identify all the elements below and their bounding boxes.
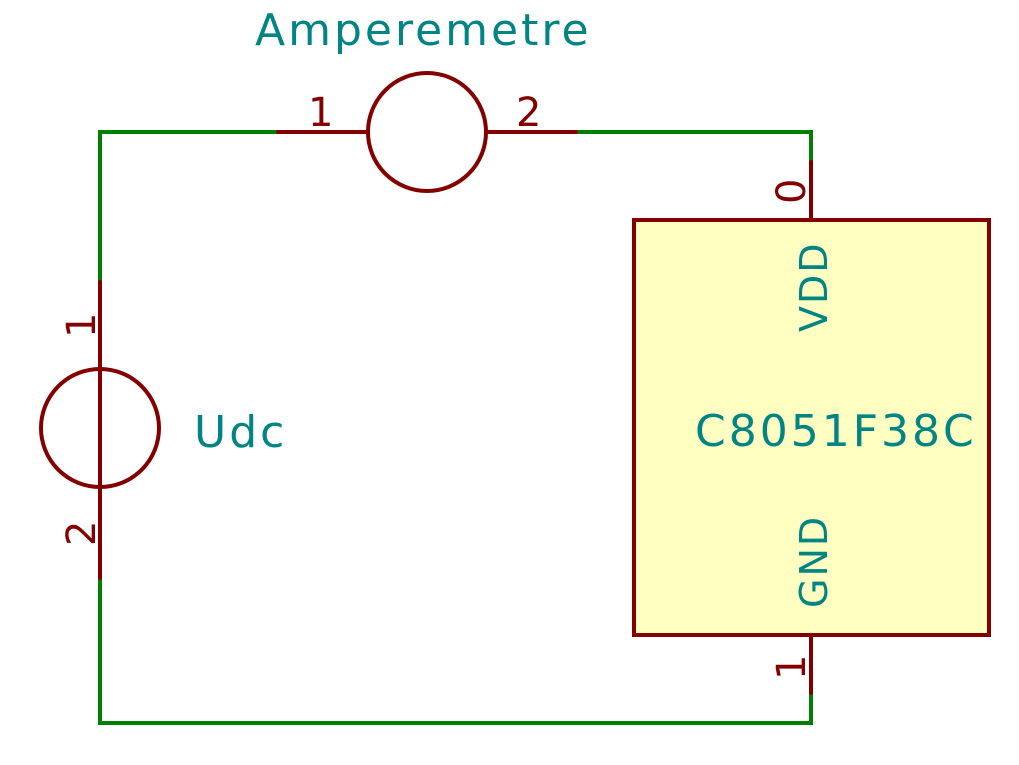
mcu-pin-vdd-number: 0 — [769, 179, 815, 204]
mcu-pin-gnd-number: 1 — [769, 655, 815, 680]
mcu-label: C8051F38C — [695, 406, 977, 457]
ammeter-symbol[interactable]: 1 2 Amperemetre — [255, 5, 592, 193]
voltage-source-label: Udc — [194, 407, 287, 458]
wire-top-left[interactable] — [98, 130, 280, 284]
wire-top-right[interactable] — [574, 130, 813, 164]
mcu-pin-vdd-name: VDD — [792, 241, 836, 332]
voltage-source-circle — [39, 367, 161, 489]
ammeter-circle — [366, 71, 488, 193]
ammeter-pin-1-number: 1 — [308, 90, 333, 136]
mcu-symbol[interactable]: 0 1 VDD GND C8051F38C — [632, 160, 991, 695]
mcu-body — [632, 218, 991, 637]
voltage-source-pin-1-number: 1 — [59, 313, 105, 338]
ammeter-pin-2-number: 2 — [516, 90, 541, 136]
voltage-source-symbol[interactable]: 1 2 Udc — [39, 280, 287, 580]
mcu-pin-gnd-name: GND — [792, 515, 836, 608]
ammeter-label: Amperemetre — [255, 5, 592, 56]
voltage-source-pin-2-number: 2 — [59, 521, 105, 546]
wire-bottom[interactable] — [98, 576, 813, 725]
